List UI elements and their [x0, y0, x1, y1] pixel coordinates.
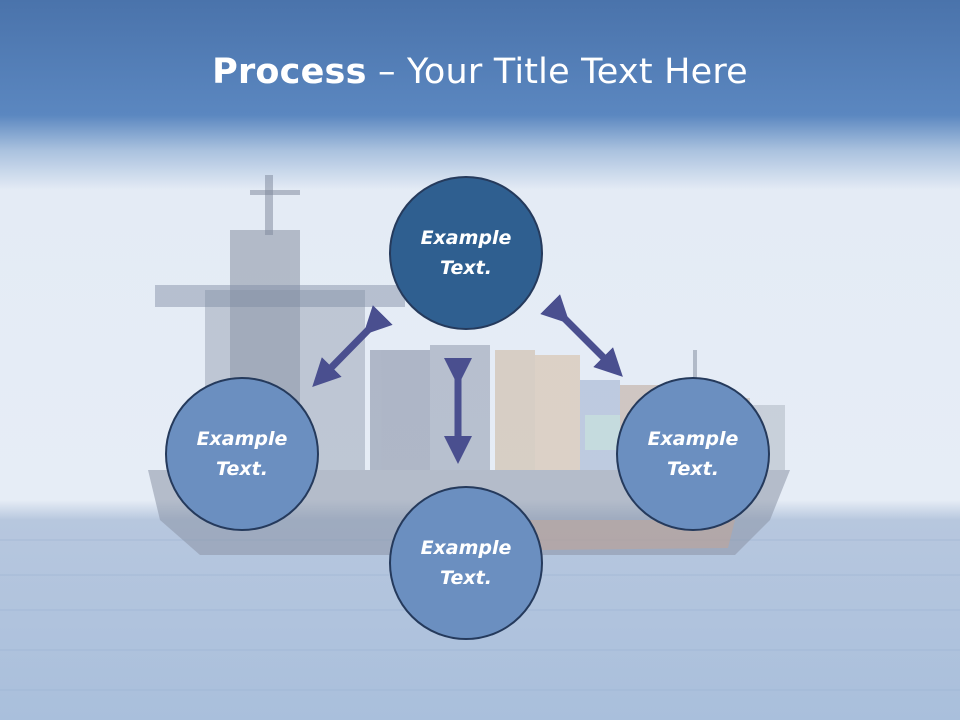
title-bold-word: Process [212, 52, 367, 92]
node-bottom-label: Example Text. [420, 537, 512, 589]
title-rest: – Your Title Text Here [366, 52, 748, 92]
node-top-label: Example Text. [420, 227, 512, 279]
node-left-label: Example Text. [196, 428, 288, 480]
node-right-label: Example Text. [647, 428, 739, 480]
process-node-bottom[interactable]: Example Text. [389, 486, 543, 640]
slide-title[interactable]: Process – Your Title Text Here [0, 52, 960, 92]
process-node-right[interactable]: Example Text. [616, 377, 770, 531]
title-bar: Process – Your Title Text Here [0, 0, 960, 150]
process-node-top[interactable]: Example Text. [389, 176, 543, 330]
process-node-left[interactable]: Example Text. [165, 377, 319, 531]
